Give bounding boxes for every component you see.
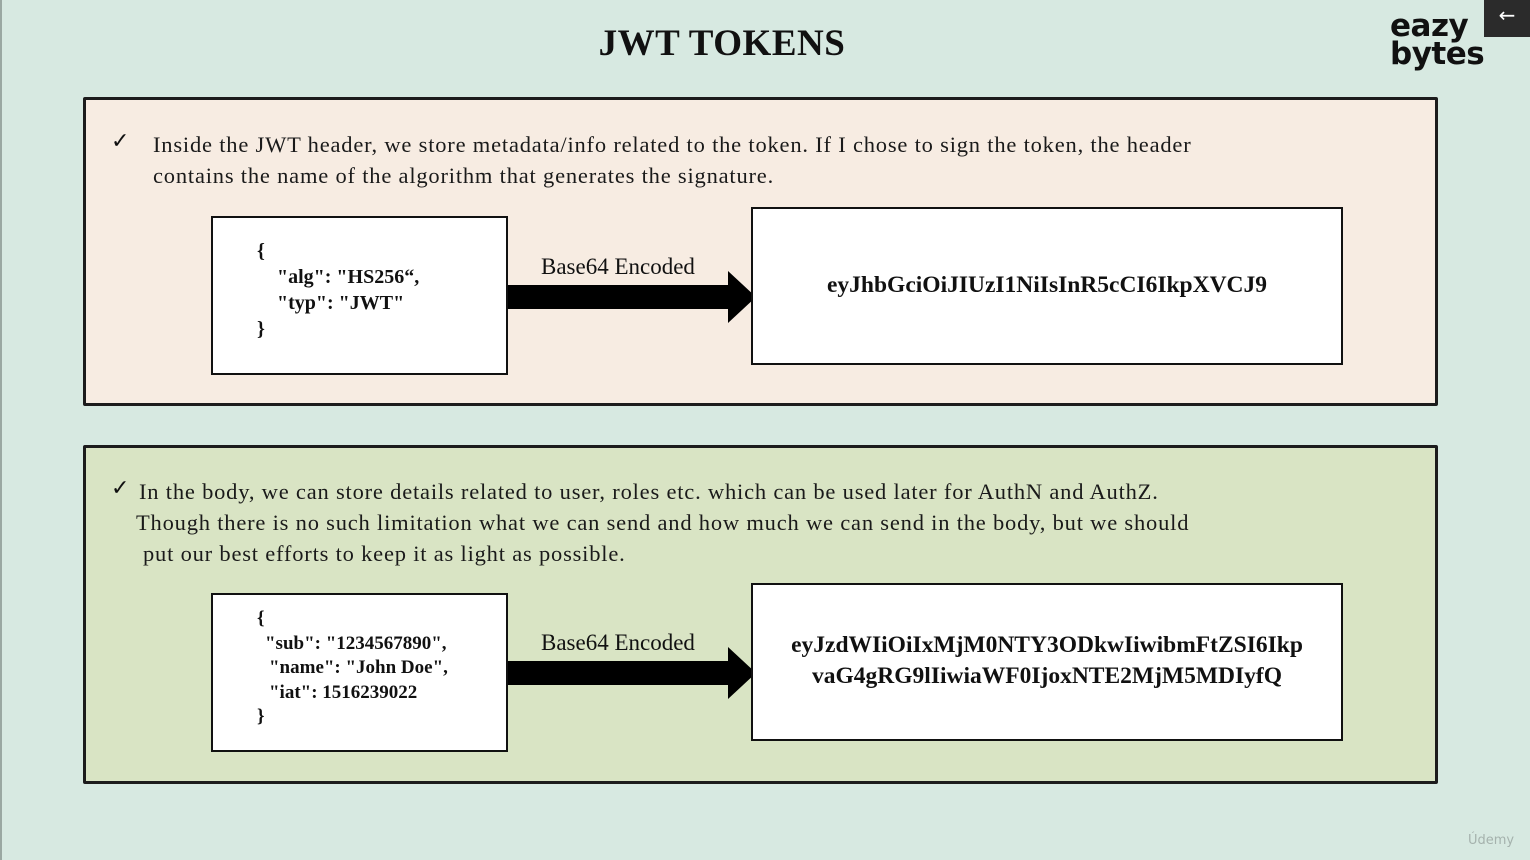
json-line: { [257, 608, 265, 629]
json-code: { "alg": "HS256“, "typ": "JWT" } [257, 238, 419, 342]
arrow-left-icon: ← [1498, 3, 1516, 27]
json-code: { "sub": "1234567890", "name": "John Doe… [257, 607, 448, 730]
json-line: "typ": "JWT" [257, 292, 405, 314]
eazybytes-logo: eazy bytes [1390, 11, 1485, 72]
json-line: "alg": "HS256“, [257, 266, 420, 288]
bullet-line: Though there is no such limitation what … [136, 510, 1190, 535]
udemy-watermark: Údemy [1468, 833, 1515, 848]
back-arrow-button[interactable]: ← [1484, 0, 1530, 37]
header-encoded-box: eyJhbGciOiJIUzI1NiIsInR5cCI6IkpXVCJ9 [751, 207, 1343, 365]
check-icon: ✓ [111, 476, 130, 501]
body-panel: ✓ In the body, we can store details rela… [83, 445, 1438, 784]
json-line: } [257, 318, 265, 340]
slide-title: JWT TOKENS [598, 23, 846, 64]
header-panel: ✓ Inside the JWT header, we store metada… [83, 97, 1438, 406]
json-line: { [257, 240, 265, 262]
encoded-line: eyJzdWIiOiIxMjM0NTY3ODkwIiwibmFtZSI6Ikp [791, 632, 1303, 658]
left-edge-divider [0, 0, 2, 860]
json-line: } [257, 706, 265, 727]
base64-encoded-label: Base64 Encoded [541, 254, 695, 279]
json-line: "name": "John Doe", [269, 657, 448, 678]
bullet-line: contains the name of the algorithm that … [153, 163, 775, 188]
encoded-line: eyJhbGciOiJIUzI1NiIsInR5cCI6IkpXVCJ9 [826, 272, 1268, 298]
body-encoded-box: eyJzdWIiOiIxMjM0NTY3ODkwIiwibmFtZSI6Ikp … [751, 583, 1343, 741]
body-json-box: { "sub": "1234567890", "name": "John Doe… [211, 593, 508, 752]
logo-line-2: bytes [1390, 36, 1485, 72]
base64-encoded-label: Base64 Encoded [541, 630, 695, 655]
header-json-box: { "alg": "HS256“, "typ": "JWT" } [211, 216, 508, 375]
right-arrow-icon [508, 647, 756, 699]
bullet-line: put our best efforts to keep it as light… [143, 541, 626, 566]
right-arrow-icon [508, 271, 756, 323]
json-line: "sub": "1234567890", [265, 632, 447, 654]
bullet-line: Inside the JWT header, we store metadata… [153, 132, 1192, 157]
check-icon: ✓ [111, 129, 130, 154]
json-line: "iat": 1516239022 [269, 681, 418, 703]
logo-line-1: eazy [1390, 8, 1469, 44]
bullet-line: In the body, we can store details relate… [139, 479, 1159, 504]
encoded-line: vaG4gRG9lIiwiaWF0IjoxNTE2MjM5MDIyfQ [812, 663, 1282, 689]
